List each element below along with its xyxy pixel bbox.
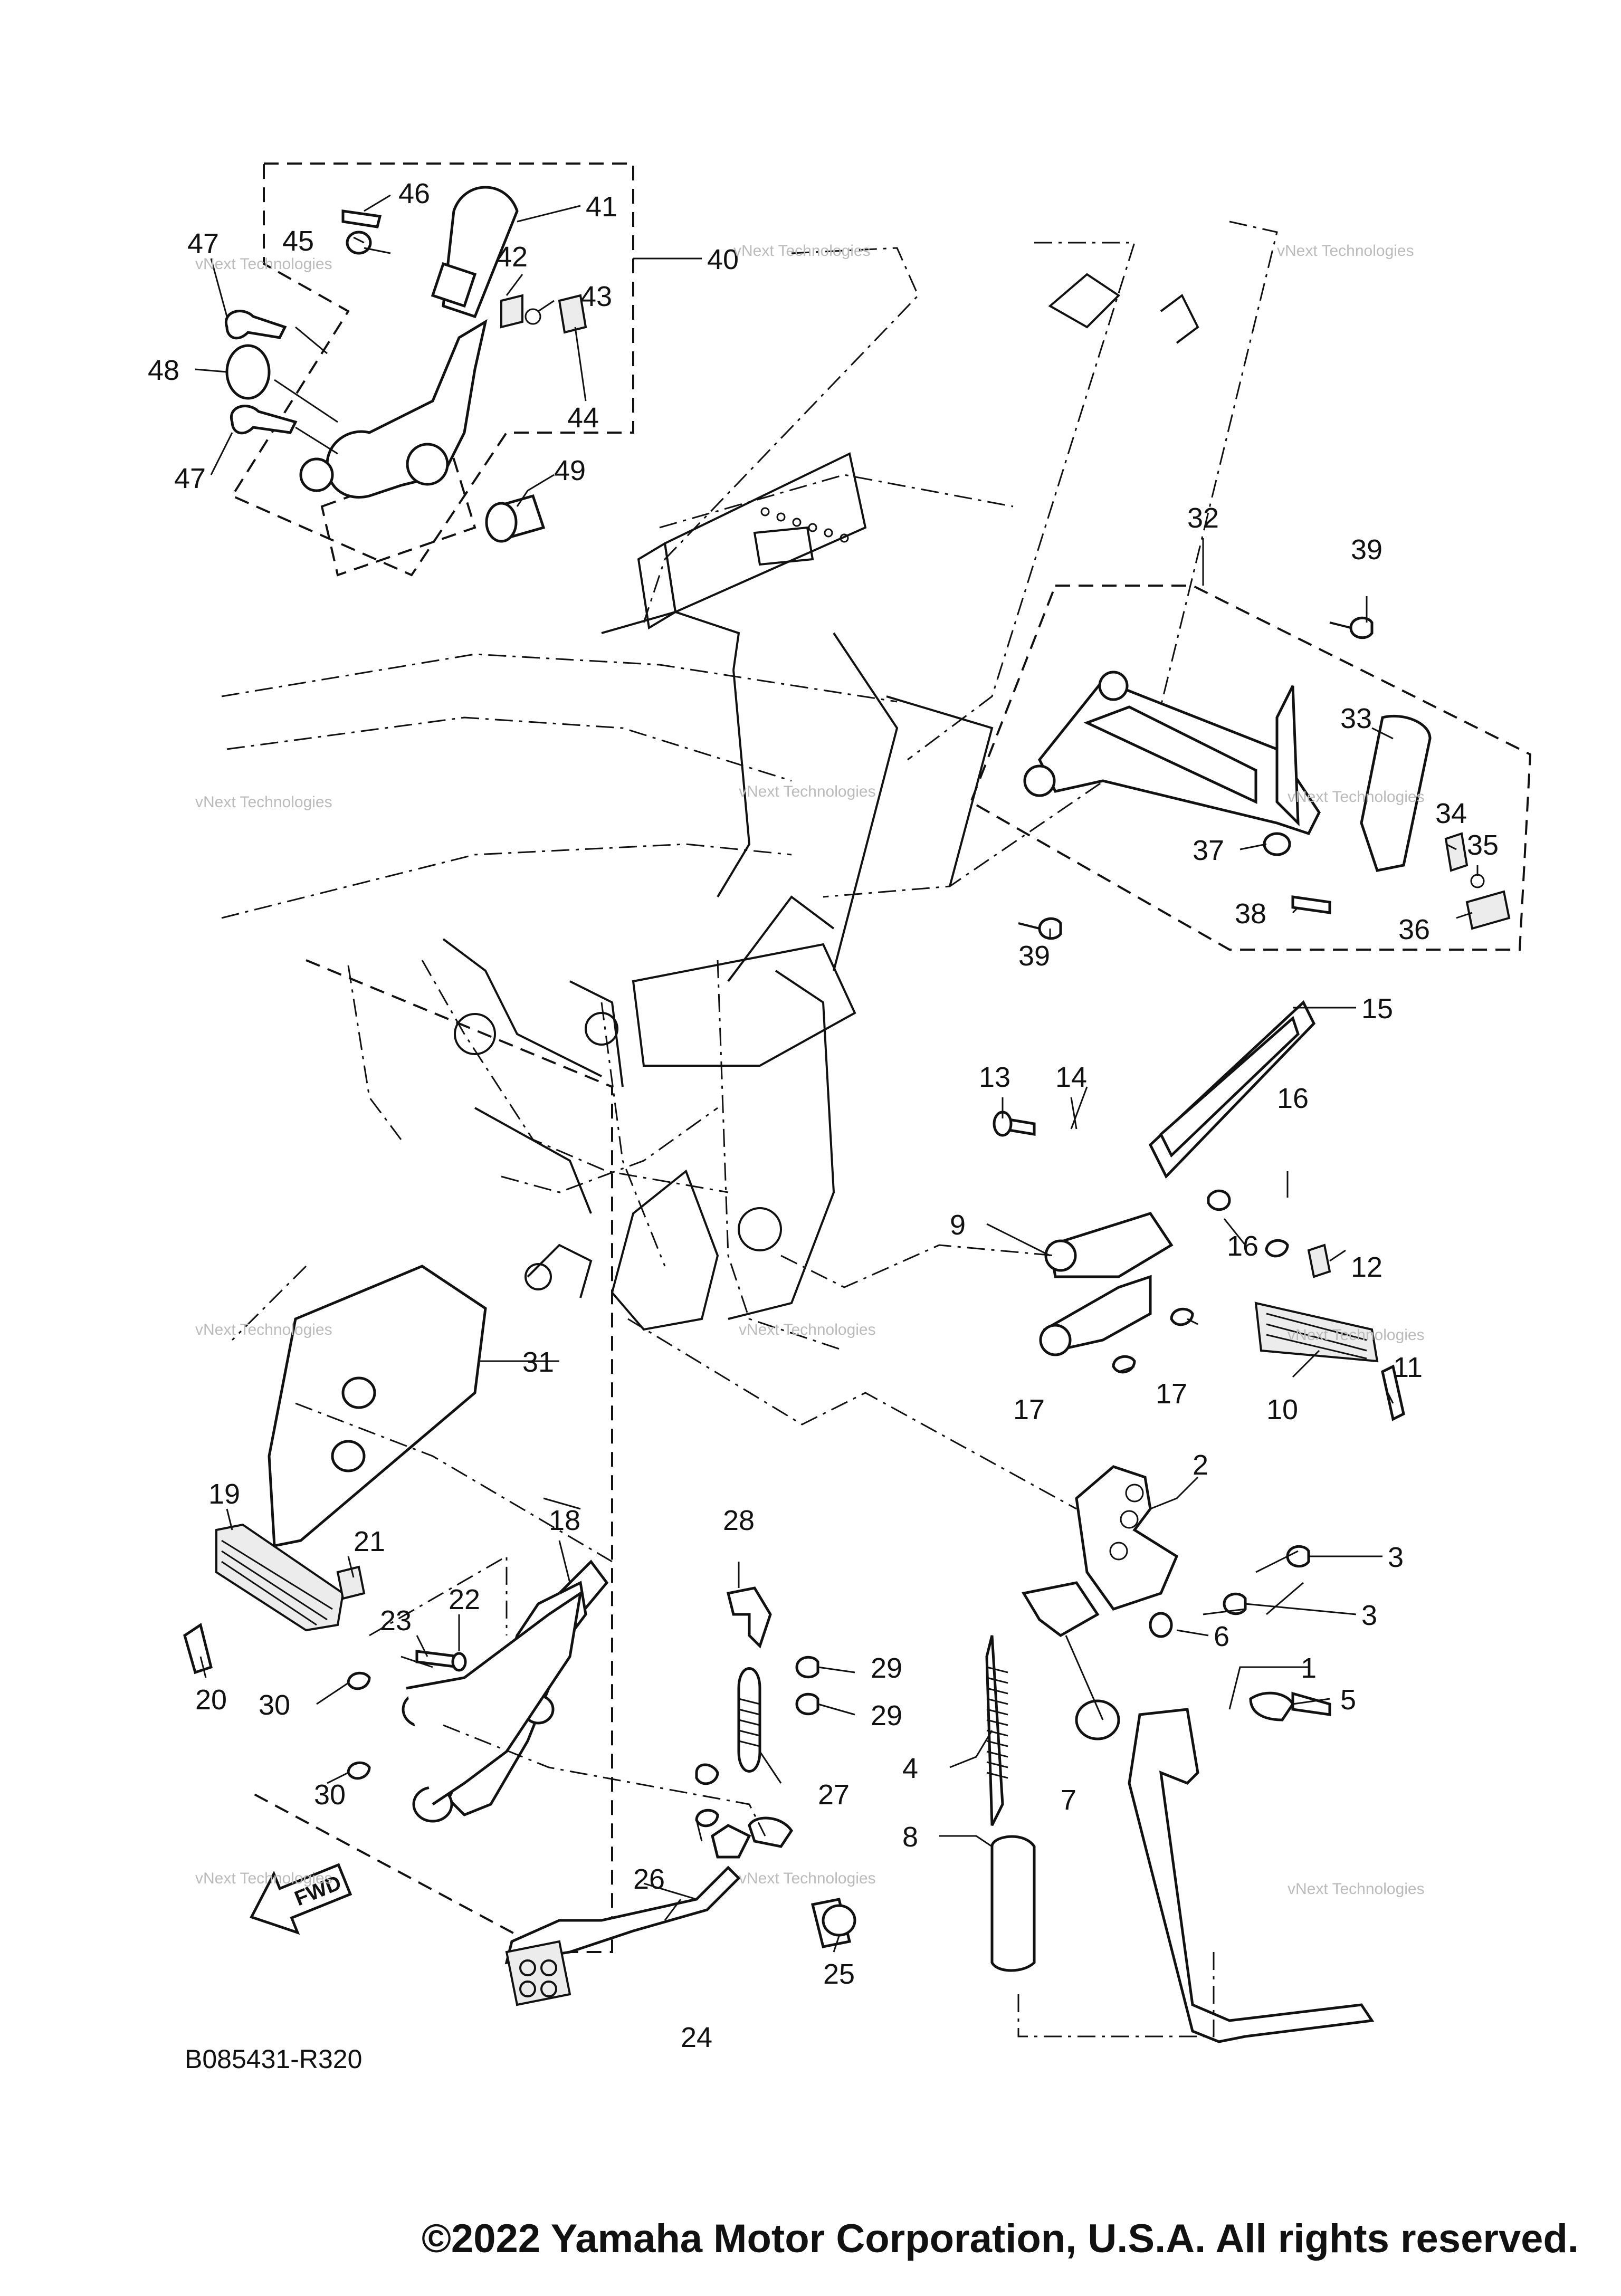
callout-33: 33	[1340, 703, 1372, 734]
callout-30b: 30	[314, 1779, 346, 1811]
callout-47: 47	[187, 228, 219, 260]
svg-text:vNext Technologies: vNext Technologies	[195, 1321, 332, 1338]
callout-18: 18	[549, 1505, 580, 1536]
callout-22: 22	[449, 1584, 480, 1615]
callout-27: 27	[818, 1779, 850, 1811]
callout-39b: 39	[1018, 940, 1050, 972]
passenger-footrest-left-assembly	[224, 162, 634, 577]
callout-17: 17	[1156, 1378, 1187, 1410]
callout-8: 8	[902, 1821, 918, 1853]
copyright-text: ©2022 Yamaha Motor Corporation, U.S.A. A…	[421, 2216, 1579, 2261]
watermarks: vNext Technologies vNext Technologies vN…	[195, 242, 1425, 1898]
callout-3b: 3	[1361, 1600, 1377, 1631]
callout-48: 48	[148, 355, 179, 386]
svg-text:vNext Technologies: vNext Technologies	[1288, 1326, 1425, 1344]
callout-46: 46	[398, 178, 430, 209]
callout-1: 1	[1301, 1652, 1317, 1684]
callout-24: 24	[681, 2022, 712, 2053]
callout-2: 2	[1193, 1449, 1208, 1481]
callout-7: 7	[1061, 1784, 1076, 1816]
callout-6: 6	[1214, 1621, 1229, 1652]
callout-26: 26	[633, 1863, 665, 1895]
callout-37: 37	[1193, 835, 1224, 866]
callout-numbers: 1 2 3 3 4 5 6 7 8 9 10 11 12 13 14 15 16…	[148, 178, 1499, 2053]
callout-32: 32	[1187, 502, 1219, 534]
callout-47b: 47	[174, 463, 206, 494]
callout-16b: 16	[1227, 1230, 1258, 1262]
brake-pedal-assembly	[183, 959, 856, 2006]
callout-49: 49	[554, 455, 586, 486]
callout-38: 38	[1235, 898, 1266, 930]
callout-25: 25	[823, 1958, 855, 1990]
svg-text:vNext Technologies: vNext Technologies	[195, 255, 332, 273]
svg-text:vNext Technologies: vNext Technologies	[1277, 242, 1414, 260]
fwd-arrow: FWD	[249, 1863, 352, 1935]
callout-12: 12	[1351, 1251, 1382, 1283]
svg-text:vNext Technologies: vNext Technologies	[1288, 1880, 1425, 1898]
callout-29b: 29	[871, 1700, 902, 1731]
callout-16: 16	[1277, 1083, 1309, 1114]
copyright-notice: ©2022 Yamaha Motor Corporation, U.S.A. A…	[0, 2216, 1621, 2262]
callout-9: 9	[950, 1209, 966, 1241]
rider-footrest-right-assembly	[627, 1000, 1405, 1510]
passenger-footrest-right-assembly	[969, 585, 1532, 951]
callout-17b: 17	[1013, 1394, 1045, 1426]
callout-41: 41	[586, 191, 617, 223]
svg-text:vNext Technologies: vNext Technologies	[739, 1870, 876, 1887]
callout-20: 20	[195, 1684, 227, 1716]
callout-44: 44	[567, 402, 599, 434]
callout-31: 31	[522, 1346, 554, 1378]
callout-23: 23	[380, 1605, 412, 1637]
callout-40: 40	[707, 244, 739, 275]
callout-15: 15	[1361, 993, 1393, 1025]
callout-35: 35	[1467, 829, 1499, 861]
callout-14: 14	[1055, 1061, 1087, 1093]
callout-29: 29	[871, 1652, 902, 1684]
leader-lines	[195, 194, 1479, 1953]
callout-30: 30	[259, 1689, 290, 1721]
svg-text:vNext Technologies: vNext Technologies	[1288, 788, 1425, 806]
callout-45: 45	[282, 225, 314, 257]
callout-36: 36	[1398, 914, 1430, 945]
frame-holes	[760, 507, 849, 543]
callout-34: 34	[1435, 798, 1467, 829]
callout-21: 21	[354, 1526, 385, 1557]
callout-5: 5	[1340, 1684, 1356, 1716]
callout-4: 4	[902, 1753, 918, 1784]
callout-3: 3	[1388, 1542, 1404, 1573]
reference-code: B085431-R320	[185, 2044, 362, 2074]
callout-13: 13	[979, 1061, 1010, 1093]
svg-text:vNext Technologies: vNext Technologies	[195, 793, 332, 811]
callout-39: 39	[1351, 534, 1382, 566]
callout-28: 28	[723, 1505, 755, 1536]
callout-42: 42	[496, 241, 528, 273]
callout-19: 19	[208, 1478, 240, 1510]
svg-text:vNext Technologies: vNext Technologies	[195, 1870, 332, 1887]
callout-43: 43	[580, 281, 612, 312]
side-stand-assembly	[985, 1465, 1375, 2043]
callout-11: 11	[1393, 1352, 1423, 1383]
svg-text:vNext Technologies: vNext Technologies	[739, 1321, 876, 1338]
svg-text:vNext Technologies: vNext Technologies	[739, 783, 876, 800]
svg-text:vNext Technologies: vNext Technologies	[733, 242, 871, 260]
callout-10: 10	[1266, 1394, 1298, 1426]
